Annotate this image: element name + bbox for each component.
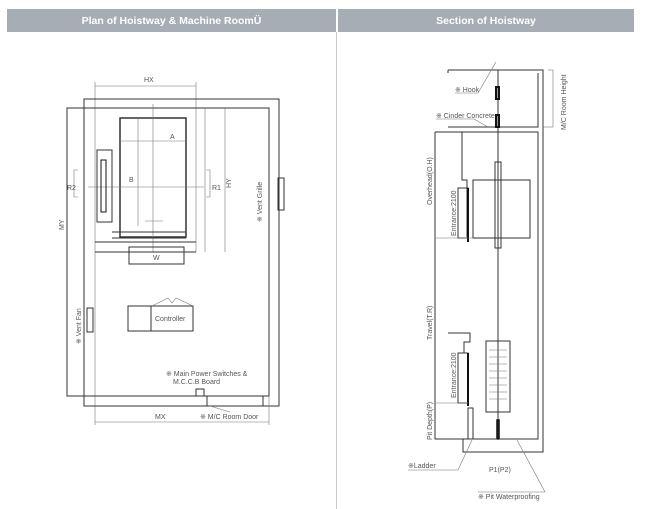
counterweight-fillers	[489, 349, 507, 400]
label-room-door: ※ M/C Room Door	[200, 414, 259, 421]
plan-header: Plan of Hoistway & Machine RoomÜ	[7, 9, 336, 32]
label-pit-depth: Pit Depth(P)	[427, 402, 434, 440]
label-hook: ※ Hook	[455, 87, 480, 94]
label-main-power: ※ Main Power Switches &	[166, 371, 248, 378]
label-overhead: Overhead(O.H)	[427, 157, 434, 205]
section-drawing	[408, 61, 554, 493]
label-vent-fan: ※ Vent Fan	[76, 308, 83, 344]
label-travel: Travel(T.R)	[427, 306, 434, 340]
section-header: Section of Hoistway	[338, 9, 634, 32]
label-r2: R2	[67, 185, 76, 192]
label-mccb: M.C.C.B Board	[173, 379, 220, 386]
label-hy: HY	[226, 178, 233, 188]
label-my: MY	[59, 219, 66, 230]
label-a: A	[170, 134, 175, 141]
plan-drawing	[66, 82, 285, 425]
label-cinder-concrete: ※ Cinder Concrete	[436, 113, 495, 120]
label-entrance-top: Entrance:2100	[451, 190, 458, 236]
panel-divider	[336, 32, 337, 509]
label-pit-waterproofing: ※ Pit Waterproofing	[478, 494, 540, 501]
label-w: W	[153, 255, 160, 262]
label-entrance-bottom: Entrance:2100	[451, 352, 458, 398]
label-p1p2: P1(P2)	[489, 467, 511, 474]
label-controller: Controller	[155, 316, 186, 323]
label-mx: MX	[155, 414, 166, 421]
label-vent-grille: ※ Vent Grille	[257, 182, 264, 222]
label-r1: R1	[212, 185, 221, 192]
label-ladder: ※Ladder	[408, 463, 436, 470]
label-hx: HX	[144, 77, 154, 84]
label-b: B	[129, 177, 134, 184]
label-mc-room-height: M/C Room Height	[561, 74, 568, 130]
